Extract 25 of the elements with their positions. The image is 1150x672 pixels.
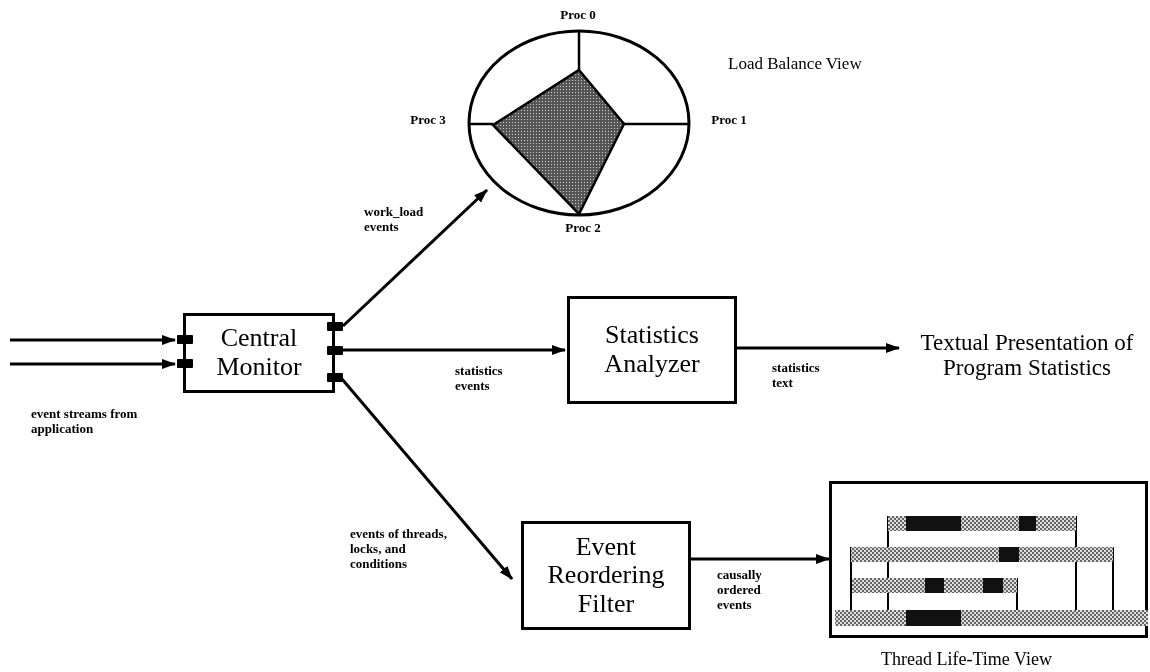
edge-label: causally ordered events	[717, 568, 763, 613]
arrow	[343, 345, 566, 355]
view-title: Thread Life-Time View	[881, 649, 1052, 670]
node-label: Central Monitor	[215, 324, 303, 382]
node-label: Textual Presentation of Program Statistics	[919, 329, 1135, 381]
process-box	[521, 521, 691, 630]
note-text: event streams from application	[31, 407, 139, 437]
node-label: Statistics Analyzer	[603, 321, 701, 379]
edge-label: statistics text	[772, 361, 821, 391]
axis-label: Proc 1	[710, 113, 748, 128]
axis-label: Proc 3	[409, 113, 447, 128]
axis-label: Proc 2	[564, 221, 602, 236]
view-title: Load Balance View	[728, 54, 862, 74]
arrow	[10, 335, 176, 345]
edge-label: statistics events	[455, 364, 504, 394]
arrow	[691, 554, 830, 564]
edge-label: work_load events	[364, 205, 425, 235]
arrow	[10, 359, 176, 369]
arrow	[340, 378, 514, 580]
arrow	[341, 188, 489, 328]
axis-label: Proc 0	[559, 8, 597, 23]
arrow	[737, 343, 900, 353]
edge-label: events of threads, locks, and conditions	[350, 527, 448, 572]
node-label: Event Reordering Filter	[546, 532, 666, 619]
process-box	[567, 296, 737, 404]
